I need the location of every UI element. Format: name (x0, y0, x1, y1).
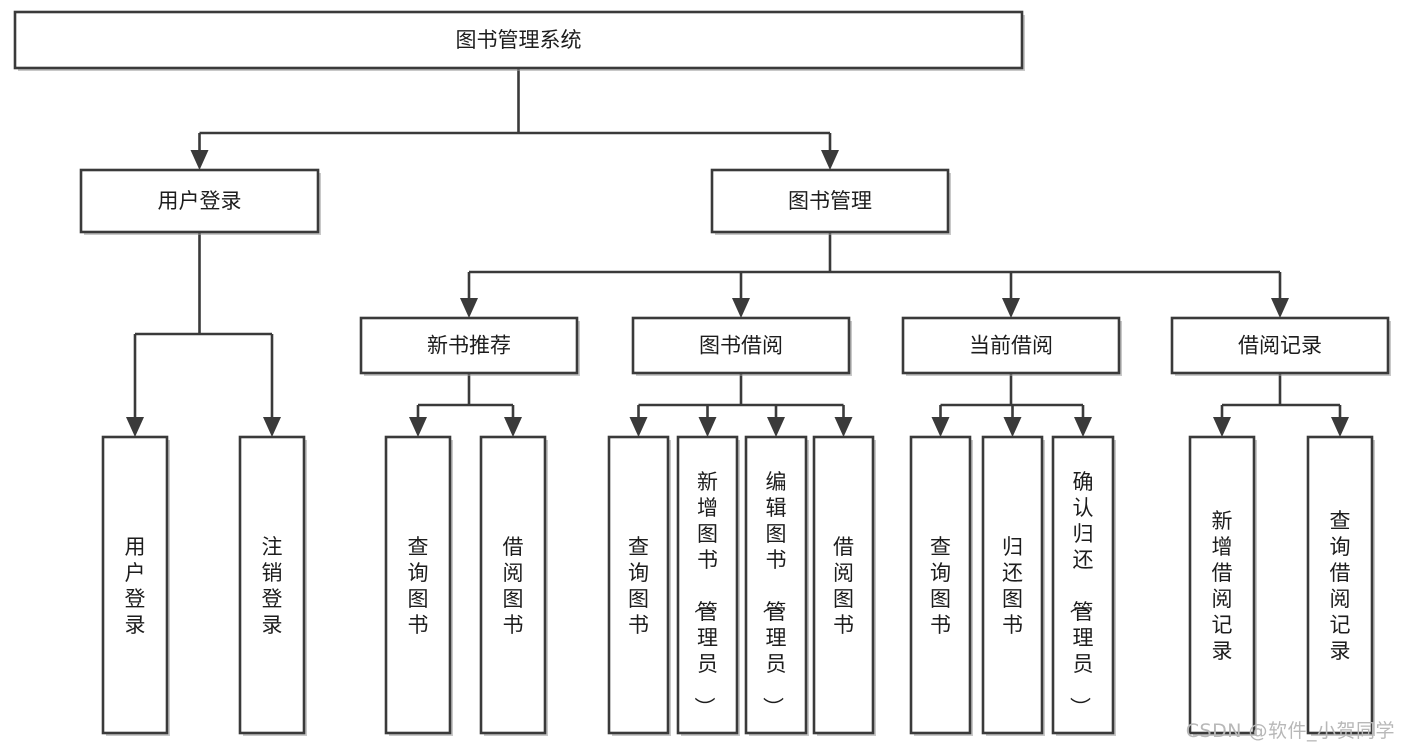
node-leaf-user-login[interactable]: 用户登录 (101, 435, 170, 736)
node-leaf-cb-return-book-label: 归还图书 (1002, 535, 1023, 637)
node-leaf-nbr-borrow-book-label: 借阅图书 (503, 535, 524, 637)
node-leaf-nbr-query-book[interactable]: 查询图书 (384, 435, 453, 736)
node-leaf-br-add-record-label: 新增借阅记录 (1212, 509, 1233, 663)
node-new-book-recommend[interactable]: 新书推荐 (359, 316, 580, 376)
node-book-manage[interactable]: 图书管理 (710, 168, 951, 235)
node-leaf-bb-edit-book[interactable]: 编辑图书（管理员） (744, 435, 809, 736)
node-current-borrow[interactable]: 当前借阅 (901, 316, 1122, 376)
node-leaf-cb-query-book-label: 查询图书 (930, 535, 951, 637)
node-layer: 图书管理系统用户登录图书管理新书推荐图书借阅当前借阅借阅记录用户登录注销登录查询… (13, 10, 1391, 736)
node-book-borrow[interactable]: 图书借阅 (631, 316, 852, 376)
node-root[interactable]: 图书管理系统 (13, 10, 1025, 71)
node-borrow-record-label: 借阅记录 (1238, 334, 1322, 358)
node-leaf-cb-confirm-return-label: 确认归还（管理员） (1068, 470, 1094, 718)
node-leaf-bb-add-book-label: 新增图书（管理员） (692, 470, 718, 718)
node-leaf-nbr-borrow-book[interactable]: 借阅图书 (479, 435, 548, 736)
node-leaf-bb-borrow-book-label: 借阅图书 (833, 535, 854, 637)
node-leaf-bb-query-book[interactable]: 查询图书 (607, 435, 671, 736)
connector-layer (126, 68, 1349, 437)
node-leaf-bb-borrow-book[interactable]: 借阅图书 (812, 435, 876, 736)
node-leaf-user-logout[interactable]: 注销登录 (238, 435, 307, 736)
node-leaf-br-query-record[interactable]: 查询借阅记录 (1306, 435, 1375, 736)
node-new-book-recommend-label: 新书推荐 (427, 334, 511, 358)
node-leaf-user-logout-label: 注销登录 (262, 535, 283, 637)
node-leaf-cb-return-book[interactable]: 归还图书 (981, 435, 1045, 736)
node-book-borrow-label: 图书借阅 (699, 334, 783, 358)
node-leaf-bb-query-book-label: 查询图书 (628, 535, 649, 637)
node-leaf-cb-query-book[interactable]: 查询图书 (909, 435, 973, 736)
node-leaf-cb-confirm-return[interactable]: 确认归还（管理员） (1051, 435, 1116, 736)
node-leaf-bb-edit-book-label: 编辑图书（管理员） (761, 470, 787, 718)
node-leaf-br-add-record[interactable]: 新增借阅记录 (1188, 435, 1257, 736)
node-book-manage-label: 图书管理 (788, 189, 872, 213)
node-leaf-nbr-query-book-label: 查询图书 (408, 535, 429, 637)
node-leaf-user-login-label: 用户登录 (125, 535, 146, 637)
node-leaf-br-query-record-label: 查询借阅记录 (1330, 509, 1351, 663)
node-current-borrow-label: 当前借阅 (969, 334, 1053, 358)
node-user-login[interactable]: 用户登录 (79, 168, 321, 235)
node-leaf-bb-add-book[interactable]: 新增图书（管理员） (676, 435, 740, 736)
node-root-label: 图书管理系统 (456, 28, 582, 52)
node-borrow-record[interactable]: 借阅记录 (1170, 316, 1391, 376)
node-user-login-label: 用户登录 (158, 189, 242, 213)
